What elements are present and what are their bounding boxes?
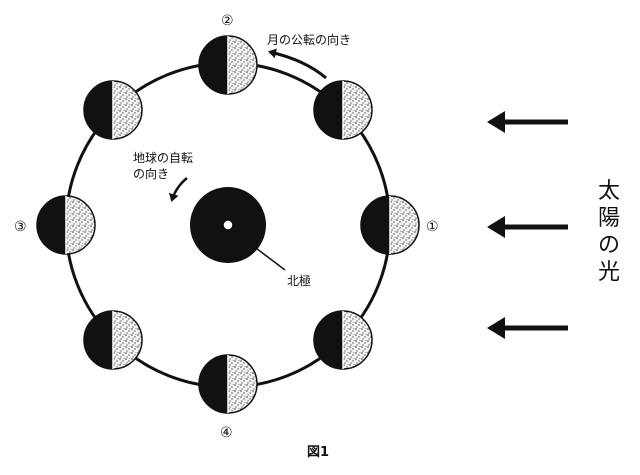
- moon-revolution-arrow: [268, 48, 327, 80]
- sunlight-label: 太 陽 の 光: [598, 179, 620, 285]
- moon-position-4: [198, 354, 258, 414]
- sunlight-arrows: [487, 111, 568, 339]
- moon-position-1: [360, 195, 420, 255]
- sunlight-arrow-icon: [487, 317, 568, 339]
- svg-text:太: 太: [598, 179, 620, 204]
- north-pole-label: 北極: [287, 273, 311, 288]
- svg-text:陽: 陽: [598, 206, 620, 231]
- position-label-2: ②: [221, 13, 234, 29]
- svg-text:光: 光: [598, 260, 620, 285]
- moon-revolution-label: 月の公転の向き: [267, 32, 351, 47]
- position-label-3: ③: [14, 219, 27, 235]
- earth-rotation-label-line2: の向き: [133, 166, 169, 181]
- earth-rotation-arrow: [168, 177, 188, 202]
- moon-position-2: [198, 35, 258, 95]
- sunlight-arrow-icon: [487, 111, 568, 133]
- figure-caption: 図1: [307, 445, 329, 460]
- position-label-4: ④: [220, 425, 233, 441]
- moons: [36, 35, 420, 414]
- north-pole-marker: [222, 219, 234, 231]
- earth: [190, 187, 286, 271]
- moon-position-nw: [83, 80, 143, 140]
- position-label-1: ①: [426, 219, 439, 235]
- svg-text:の: の: [598, 233, 620, 258]
- moon-position-ne: [313, 80, 373, 140]
- moon-position-3: [36, 195, 96, 255]
- earth-rotation-label-line1: 地球の自転: [133, 151, 193, 165]
- moon-position-se: [313, 310, 373, 370]
- sunlight-arrow-icon: [487, 216, 568, 238]
- moon-position-sw: [83, 310, 143, 370]
